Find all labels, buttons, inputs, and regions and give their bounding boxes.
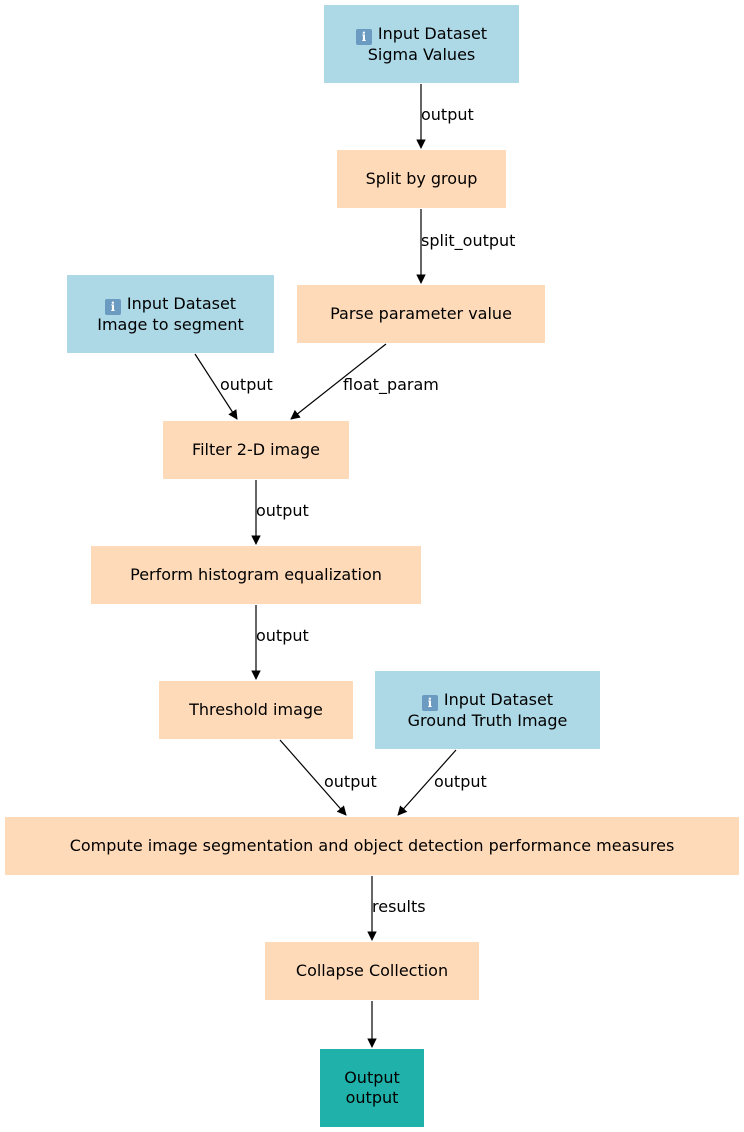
edge-label-parse-filter: float_param: [343, 375, 439, 394]
edge-threshold-compute: [279, 739, 347, 816]
node-label: Collapse Collection: [295, 961, 449, 980]
info-icon: i: [421, 694, 438, 711]
node-label: Filter 2-D image: [192, 440, 320, 459]
node-ground-truth-image[interactable]: i Input Dataset Ground Truth Image: [375, 671, 600, 749]
edge-label-split-parse: split_output: [421, 231, 516, 250]
node-label: output: [345, 1088, 399, 1107]
edge-label-sigma-split: output: [421, 105, 474, 124]
node-output[interactable]: Output output: [320, 1049, 424, 1127]
node-label: Image to segment: [97, 314, 244, 334]
info-icon: i: [104, 298, 121, 315]
node-parse-parameter-value[interactable]: Parse parameter value: [297, 285, 545, 343]
node-label: Parse parameter value: [330, 304, 512, 323]
node-collapse-collection[interactable]: Collapse Collection: [265, 942, 479, 1000]
node-label: Sigma Values: [367, 44, 476, 64]
edge-label-histeq-threshold: output: [256, 626, 309, 645]
edge-image-filter: [194, 353, 238, 420]
node-label: Compute image segmentation and object de…: [69, 836, 675, 855]
info-icon: i: [355, 28, 372, 45]
node-prefix: Input Dataset: [126, 293, 237, 313]
node-threshold-image[interactable]: Threshold image: [159, 681, 353, 739]
edge-label-image-filter: output: [220, 375, 273, 394]
node-prefix: Output: [344, 1068, 400, 1087]
edge-label-gt-compute: output: [434, 772, 487, 791]
edge-label-compute-collapse: results: [372, 897, 426, 916]
edge-parse-filter: [290, 343, 387, 420]
node-label: Threshold image: [189, 700, 323, 719]
edge-gt-compute: [397, 749, 457, 816]
edge-label-threshold-compute: output: [324, 772, 377, 791]
node-image-to-segment[interactable]: i Input Dataset Image to segment: [67, 275, 274, 353]
node-filter-2d-image[interactable]: Filter 2-D image: [163, 421, 349, 479]
node-prefix: Input Dataset: [443, 689, 554, 709]
node-label: Split by group: [365, 169, 478, 188]
node-compute-segmentation-measures[interactable]: Compute image segmentation and object de…: [5, 817, 739, 875]
node-label: Perform histogram equalization: [130, 565, 382, 584]
node-split-by-group[interactable]: Split by group: [337, 150, 506, 208]
node-prefix: Input Dataset: [377, 23, 488, 43]
edge-label-filter-histeq: output: [256, 501, 309, 520]
node-sigma-values[interactable]: i Input Dataset Sigma Values: [324, 5, 519, 83]
node-label: Ground Truth Image: [407, 710, 568, 730]
node-histogram-equalization[interactable]: Perform histogram equalization: [91, 546, 421, 604]
